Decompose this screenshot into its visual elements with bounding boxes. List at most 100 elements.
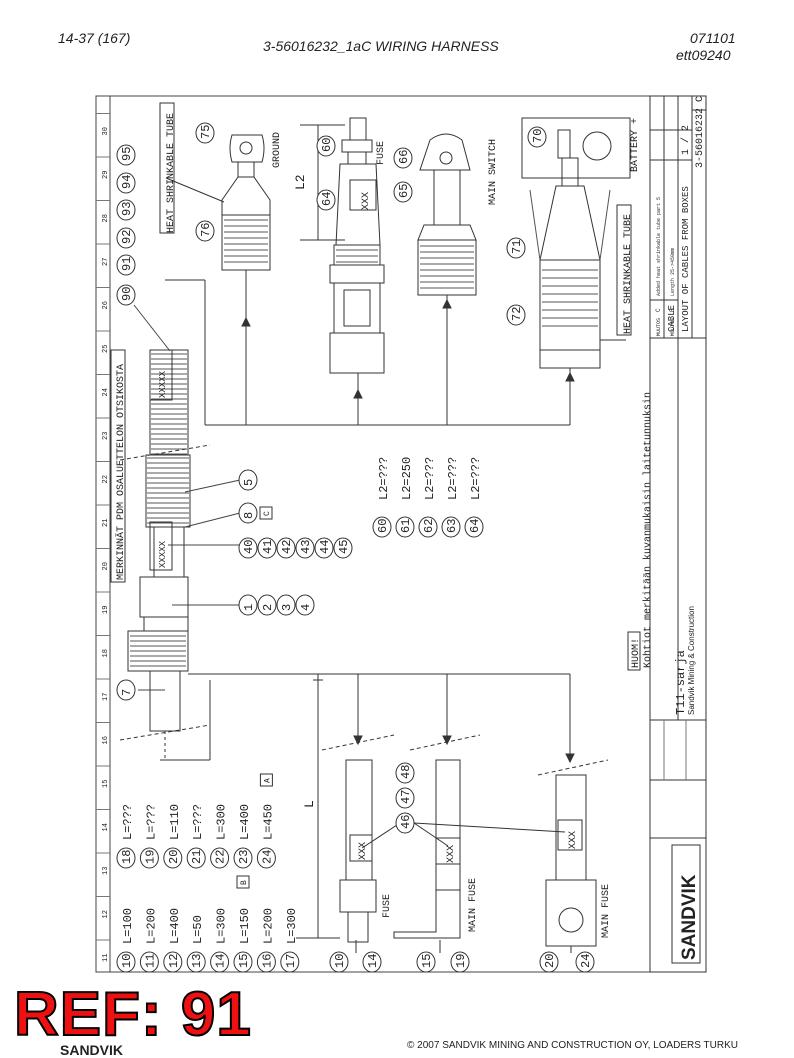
l-item-12: 12 [163,951,183,973]
callout-70: 70 [527,126,547,148]
l-value-23: L=400 [238,804,252,840]
huom-box [627,631,641,671]
l-value-10: L=100 [121,908,135,944]
callout-94: 94 [116,172,136,194]
grid-number: 13 [102,867,110,875]
l-item-23: 23 [233,847,253,869]
svg-text:20: 20 [543,954,557,968]
l-value-13: L=50 [191,915,205,944]
svg-text:91: 91 [120,257,134,271]
svg-text:16: 16 [260,954,274,968]
heat-tube-label-1: HEAT SHRINKABLE TUBE [166,113,177,233]
svg-text:C: C [263,511,272,516]
l-value-15: L=150 [238,908,252,944]
l-value-12: L=400 [168,908,182,944]
rev-b: B [669,308,676,312]
bottom-branches [296,674,609,953]
svg-text:43: 43 [299,540,313,554]
svg-text:20: 20 [167,850,181,864]
callout-91: 91 [116,254,136,276]
grid-number: 22 [102,475,110,483]
tag-A: A [259,773,273,787]
revision-row-2: Length 25->450mm [670,248,676,296]
svg-text:24: 24 [579,954,593,968]
svg-text:21: 21 [190,850,204,864]
svg-text:95: 95 [120,147,134,161]
l-value-22: L=300 [215,804,229,840]
xxxxx-tag-box-mid [149,521,173,571]
main-switch-lug [417,133,477,425]
callout-76: 76 [195,220,215,242]
svg-text:14: 14 [366,954,380,968]
callout-42: 42 [276,537,296,559]
callout-90: 90 [116,284,136,306]
svg-text:5: 5 [242,479,256,486]
xxx-main-fuse-2: XXX [568,831,579,849]
callout-bottom-24: 24 [575,951,595,973]
svg-text:15: 15 [237,954,251,968]
huom-text: Kohtiot merkitään kuvanmukaisin laitetun… [642,392,654,668]
fuse-holder-top [300,117,385,425]
callout-46: 46 [395,812,415,834]
grid-number: 23 [102,432,110,440]
revision-row-1: Added heat shrinkable tube part 5 [656,197,662,296]
grid-number: 30 [102,127,110,135]
l-value-17: L=300 [285,908,299,944]
l-item-17: 17 [280,951,300,973]
callout-45: 45 [333,537,353,559]
svg-text:63: 63 [445,519,459,533]
svg-text:60: 60 [376,519,390,533]
svg-text:92: 92 [120,230,134,244]
svg-text:64: 64 [468,519,482,533]
svg-text:75: 75 [199,125,213,139]
heat-tube-label-2: HEAT SHRINKABLE TUBE [623,214,634,334]
xxxxx-top: XXXXX [158,370,168,398]
l-value-14: L=300 [215,908,229,944]
title-block [649,95,707,973]
svg-text:2: 2 [261,604,275,611]
svg-text:62: 62 [422,519,436,533]
callout-60: 60 [316,135,336,157]
l-item-14: 14 [210,951,230,973]
grid-number: 12 [102,910,110,918]
svg-text:24: 24 [260,850,274,864]
l-value-19: L=??? [144,804,158,840]
grid-number: 24 [102,388,110,396]
l2-value-60: L2=??? [377,457,391,500]
callout-4: 4 [295,594,315,616]
svg-text:48: 48 [399,765,413,779]
l-value-21: L=??? [191,804,205,840]
svg-text:10: 10 [333,954,347,968]
l-item-20: 20 [163,847,183,869]
grid-number: 16 [102,736,110,744]
main-fuse-label-2: MAIN FUSE [601,884,612,938]
length-lists: 60L2=???61L2=25062L2=???63L2=???64L2=???… [116,457,484,973]
svg-text:22: 22 [214,850,228,864]
callout-bottom-20: 20 [539,951,559,973]
svg-text:66: 66 [397,150,411,164]
callout-bottom-10: 10 [329,951,349,973]
leader-lines [133,304,241,691]
battery-lug [521,117,631,425]
callout-40: 40 [238,537,258,559]
doc-code-2: ett09240 [676,47,731,63]
l2-item-60: 60 [372,516,392,538]
svg-text:44: 44 [318,540,332,554]
cable-label: CABLE [667,305,677,332]
svg-text:45: 45 [337,540,351,554]
svg-text:B: B [240,880,249,885]
grid-number: 28 [102,214,110,222]
tag-c: C [259,506,273,520]
callout-48: 48 [395,762,415,784]
distribution-lines [165,279,575,426]
series-label: T11-sarja [674,650,688,715]
svg-text:42: 42 [280,540,294,554]
l-value-11: L=200 [144,908,158,944]
callout-75: 75 [195,122,215,144]
svg-text:17: 17 [284,954,298,968]
xxx-fuse-low: XXX [358,842,369,860]
l2-value-61: L2=250 [400,457,414,500]
l2-value-63: L2=??? [446,457,460,500]
tag-B: B [236,875,250,889]
l2-value-62: L2=??? [423,457,437,500]
